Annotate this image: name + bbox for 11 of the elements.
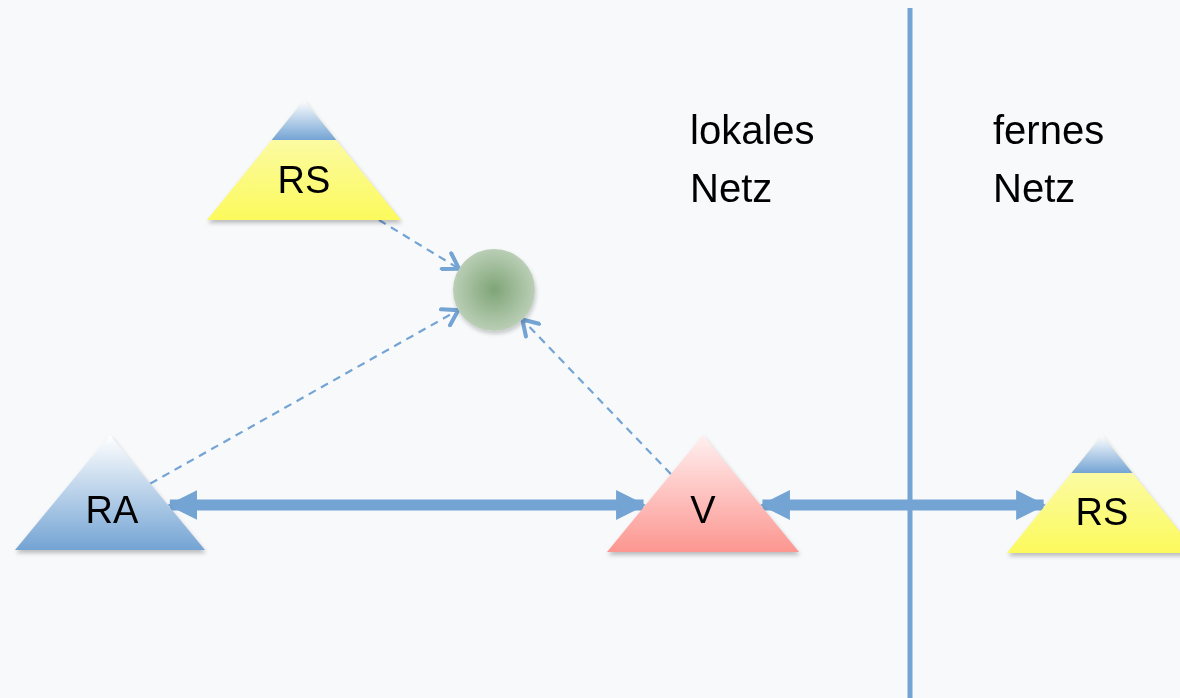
dashed-arrow <box>378 219 461 271</box>
region-label: lokales Netz <box>690 107 816 212</box>
node-label: RA <box>85 488 139 532</box>
circle-node <box>453 249 535 331</box>
dashed-arrow <box>149 307 461 485</box>
double-arrow <box>759 490 1047 520</box>
node-label: RS <box>1075 490 1129 534</box>
node-label: RS <box>277 158 331 202</box>
dashed-arrow <box>520 317 672 475</box>
node-label: V <box>690 488 716 532</box>
region-label: fernes Netz <box>993 107 1106 212</box>
